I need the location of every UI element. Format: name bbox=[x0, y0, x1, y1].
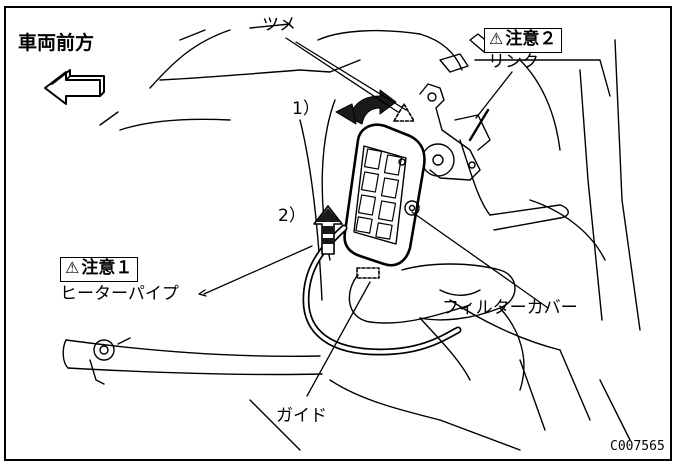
heater-pipe-label: ヒーターパイプ bbox=[60, 284, 179, 304]
dashboard-outline bbox=[99, 23, 641, 451]
warning-icon: ⚠ bbox=[489, 29, 504, 48]
vehicle-front-arrow-icon bbox=[44, 69, 105, 105]
caution1-text: 注意１ bbox=[81, 258, 133, 278]
step1-label: 1） bbox=[292, 99, 320, 119]
claw-marker bbox=[393, 103, 415, 122]
vehicle-front-label: 車両前方 bbox=[18, 32, 95, 54]
filter-cover bbox=[343, 123, 426, 279]
figure-code: C007565 bbox=[610, 439, 665, 454]
step2-label: 2） bbox=[278, 206, 306, 226]
lower-rod bbox=[62, 337, 323, 385]
filter-cover-label: フィルターカバー bbox=[442, 298, 578, 318]
caution1-box: ⚠注意１ bbox=[60, 257, 139, 282]
rotate-arrow-icon bbox=[335, 89, 397, 125]
leader-lines bbox=[198, 37, 549, 397]
caution2-text: 注意２ bbox=[505, 29, 557, 49]
claw-label: ツメ bbox=[262, 15, 296, 35]
link-mechanism bbox=[419, 83, 491, 181]
caution2-box: ⚠注意２ bbox=[484, 28, 563, 53]
heater-pipe bbox=[302, 224, 525, 391]
guide-label: ガイド bbox=[276, 406, 327, 426]
up-arrow-icon bbox=[313, 205, 343, 255]
warning-icon: ⚠ bbox=[65, 258, 80, 277]
link-label: リンク bbox=[488, 52, 539, 72]
figure-frame bbox=[4, 6, 672, 461]
